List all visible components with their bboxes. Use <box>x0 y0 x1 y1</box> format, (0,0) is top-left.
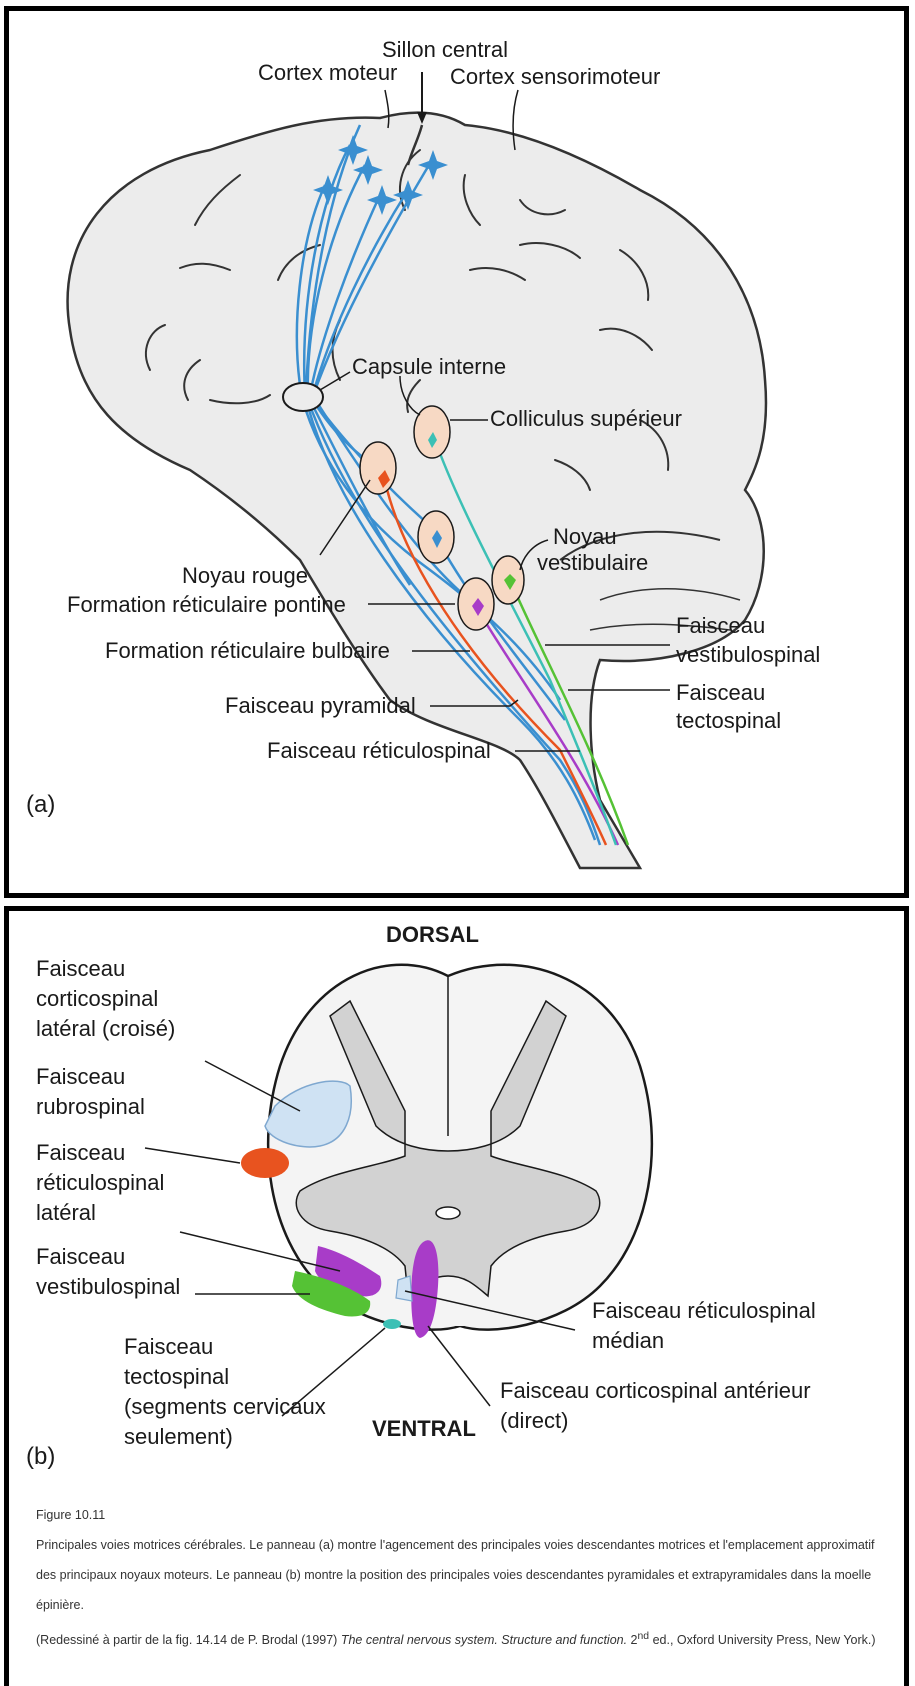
figure-reference: (Redessiné à partir de la fig. 14.14 de … <box>36 1622 886 1655</box>
label-rubro-1: Faisceau <box>36 1064 125 1089</box>
label-sillon-central: Sillon central <box>382 37 508 62</box>
reference-edition: 2 <box>627 1633 637 1647</box>
panel-a-diagram: Sillon central Cortex moteur Cortex sens… <box>0 0 915 900</box>
label-tectospinal-1: Faisceau <box>676 680 765 705</box>
label-ventral: VENTRAL <box>372 1416 476 1441</box>
label-reti-lat-1: Faisceau <box>36 1140 125 1165</box>
capsule-interne-marker <box>283 383 323 411</box>
label-vestibulospinal-2: vestibulospinal <box>676 642 820 667</box>
label-capsule-interne: Capsule interne <box>352 354 506 379</box>
label-tectospinal-2: tectospinal <box>676 708 781 733</box>
label-cortico-ant-2: (direct) <box>500 1408 568 1433</box>
label-vestibulo-2: vestibulospinal <box>36 1274 180 1299</box>
panel-b-letter: (b) <box>26 1443 55 1470</box>
reference-prefix: (Redessiné à partir de la fig. 14.14 de … <box>36 1633 341 1647</box>
reference-suffix: ed., Oxford University Press, New York.) <box>649 1633 875 1647</box>
label-rubro-2: rubrospinal <box>36 1094 145 1119</box>
tract-tectospinal <box>383 1319 401 1329</box>
label-tecto-1: Faisceau <box>124 1334 213 1359</box>
label-cortico-lat-3: latéral (croisé) <box>36 1016 175 1041</box>
label-cortico-lat-1: Faisceau <box>36 956 125 981</box>
label-formation-bulbaire: Formation réticulaire bulbaire <box>105 638 390 663</box>
label-vestibulo-1: Faisceau <box>36 1244 125 1269</box>
label-vestibulospinal-1: Faisceau <box>676 613 765 638</box>
tract-rubrospinal <box>241 1148 289 1178</box>
label-formation-pontine: Formation réticulaire pontine <box>67 592 346 617</box>
label-cortico-ant-1: Faisceau corticospinal antérieur <box>500 1378 811 1403</box>
colliculus-nucleus <box>414 406 450 458</box>
label-noyau-rouge: Noyau rouge <box>182 563 308 588</box>
label-reti-lat-3: latéral <box>36 1200 96 1225</box>
label-tecto-3: (segments cervicaux <box>124 1394 326 1419</box>
label-colliculus: Colliculus supérieur <box>490 406 682 431</box>
label-faisceau-pyramidal: Faisceau pyramidal <box>225 693 416 718</box>
label-cortex-sensorimoteur: Cortex sensorimoteur <box>450 64 660 89</box>
label-dorsal: DORSAL <box>386 922 479 947</box>
label-noyau-vestibulaire-1: Noyau <box>553 524 617 549</box>
figure-number: Figure 10.11 <box>36 1500 886 1530</box>
label-reti-med-2: médian <box>592 1328 664 1353</box>
figure-caption: Principales voies motrices cérébrales. L… <box>36 1530 886 1620</box>
label-noyau-vestibulaire-2: vestibulaire <box>537 550 648 575</box>
label-cortico-lat-2: corticospinal <box>36 986 158 1011</box>
label-tecto-2: tectospinal <box>124 1364 229 1389</box>
label-reti-lat-2: réticulospinal <box>36 1170 164 1195</box>
panel-b-diagram: DORSAL VENTRAL Faisceau corticospinal la… <box>0 906 915 1506</box>
label-cortex-moteur: Cortex moteur <box>258 60 397 85</box>
reference-edition-suffix: nd <box>638 1631 650 1642</box>
panel-a-letter: (a) <box>26 791 55 818</box>
tract-reticulospinal-median <box>396 1276 412 1301</box>
label-tecto-4: seulement) <box>124 1424 233 1449</box>
label-faisceau-reticulospinal: Faisceau réticulospinal <box>267 738 491 763</box>
label-reti-med-1: Faisceau réticulospinal <box>592 1298 816 1323</box>
reference-book-title: The central nervous system. Structure an… <box>341 1633 627 1647</box>
